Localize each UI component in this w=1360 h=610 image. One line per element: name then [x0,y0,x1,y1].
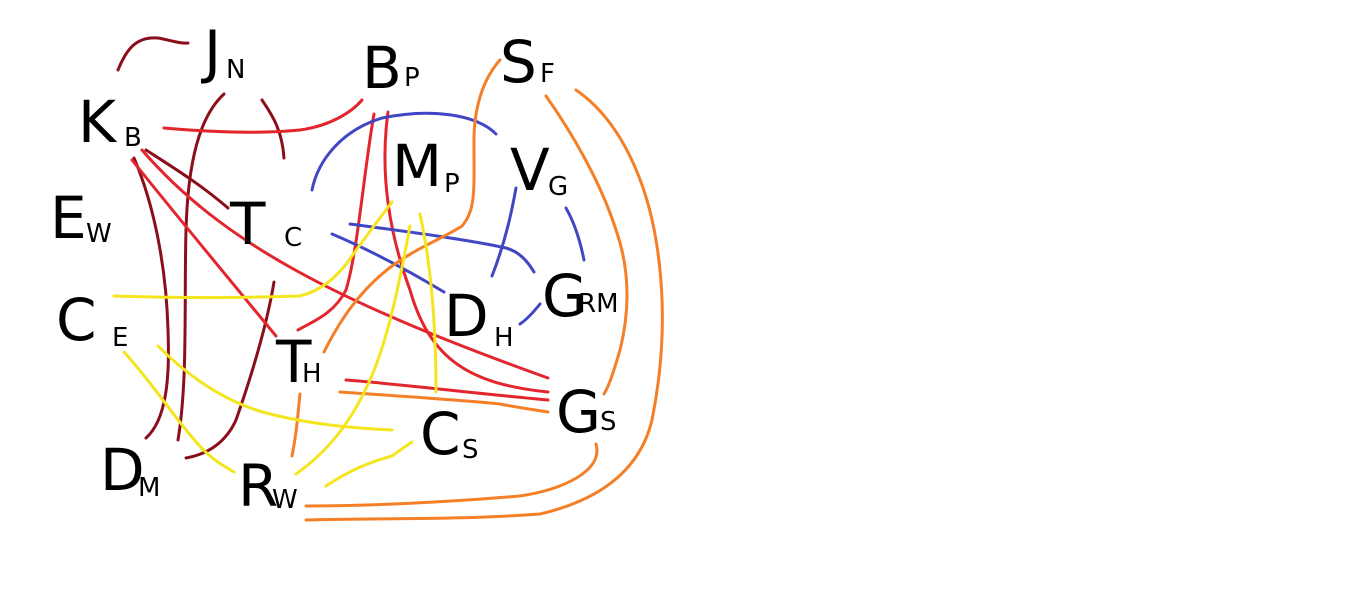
connection-sf-th [322,58,502,354]
connection-ce-cs [156,344,394,432]
node-ew-subscript: W [86,219,112,249]
node-dm-letter: D [100,436,145,504]
node-grm-letter: G [542,262,587,330]
node-cs-subscript: S [462,435,479,465]
node-gs-letter: G [556,378,601,446]
node-th-letter: T [275,328,312,396]
connection-tc-grm [348,222,536,274]
node-vg-subscript: G [548,172,568,202]
connection-jn-tc [260,98,286,160]
connection-kb-jn [116,36,190,72]
node-sf-subscript: F [540,59,555,89]
node-dm-subscript: M [138,473,160,503]
connection-mp-cs [418,212,438,394]
node-dm: DM [100,436,160,504]
connection-bp-gs [383,110,550,394]
node-th: TH [275,328,322,396]
connection-lines [112,36,664,522]
node-cs-letter: C [420,400,461,468]
connection-ce-rw [122,350,236,474]
node-tc-subscript: C [284,223,302,253]
node-kb-subscript: B [124,123,142,153]
node-th-subscript: H [302,359,322,389]
node-jn-letter: J [201,18,221,86]
node-rw: RW [238,452,298,520]
node-ce-subscript: E [112,323,128,353]
connection-kb-th [130,158,278,338]
node-bp-subscript: P [404,63,420,93]
node-tc-letter: T [229,190,266,258]
connection-kb-gs [140,148,550,380]
connection-kb-dm [132,156,170,440]
node-gs-subscript: S [600,407,617,437]
connection-gs-rw [304,442,599,508]
node-mp-letter: M [392,132,442,200]
connection-jn-dm [176,92,226,442]
node-ce-letter: C [56,286,97,354]
node-dh-subscript: H [494,323,514,353]
connection-kb-bp [162,98,364,134]
connection-vg-grm [564,206,586,262]
connection-sf-gs [544,94,629,396]
node-sf-letter: S [500,28,537,96]
connection-mp-rw [294,224,412,476]
connection-kb-tc [144,148,230,210]
connection-tc-vg [310,111,498,192]
connection-th-gs [338,390,550,414]
connection-grm-dh [518,302,542,326]
node-grm-subscript: RM [578,289,619,319]
node-vg-letter: V [510,136,550,204]
node-grm: GRM [542,262,619,330]
node-dh-letter: D [444,282,489,350]
connection-bp-th [296,112,376,332]
node-kb-letter: K [78,88,118,156]
node-vg: VG [510,136,568,204]
node-mp-subscript: P [444,169,460,199]
connection-sf-rw [304,88,664,522]
node-ew-letter: E [50,184,87,252]
node-jn-subscript: N [226,55,245,85]
node-bp-letter: B [362,34,402,102]
connection-cs-rw [324,440,414,488]
node-rw-letter: R [238,452,278,520]
node-rw-subscript: W [272,485,298,515]
connection-vg-dh [490,186,518,278]
connection-tc-dm [184,280,276,460]
connection-th-gs [344,378,550,402]
connection-ce-mp [112,200,394,299]
connection-th-rw [290,392,302,458]
